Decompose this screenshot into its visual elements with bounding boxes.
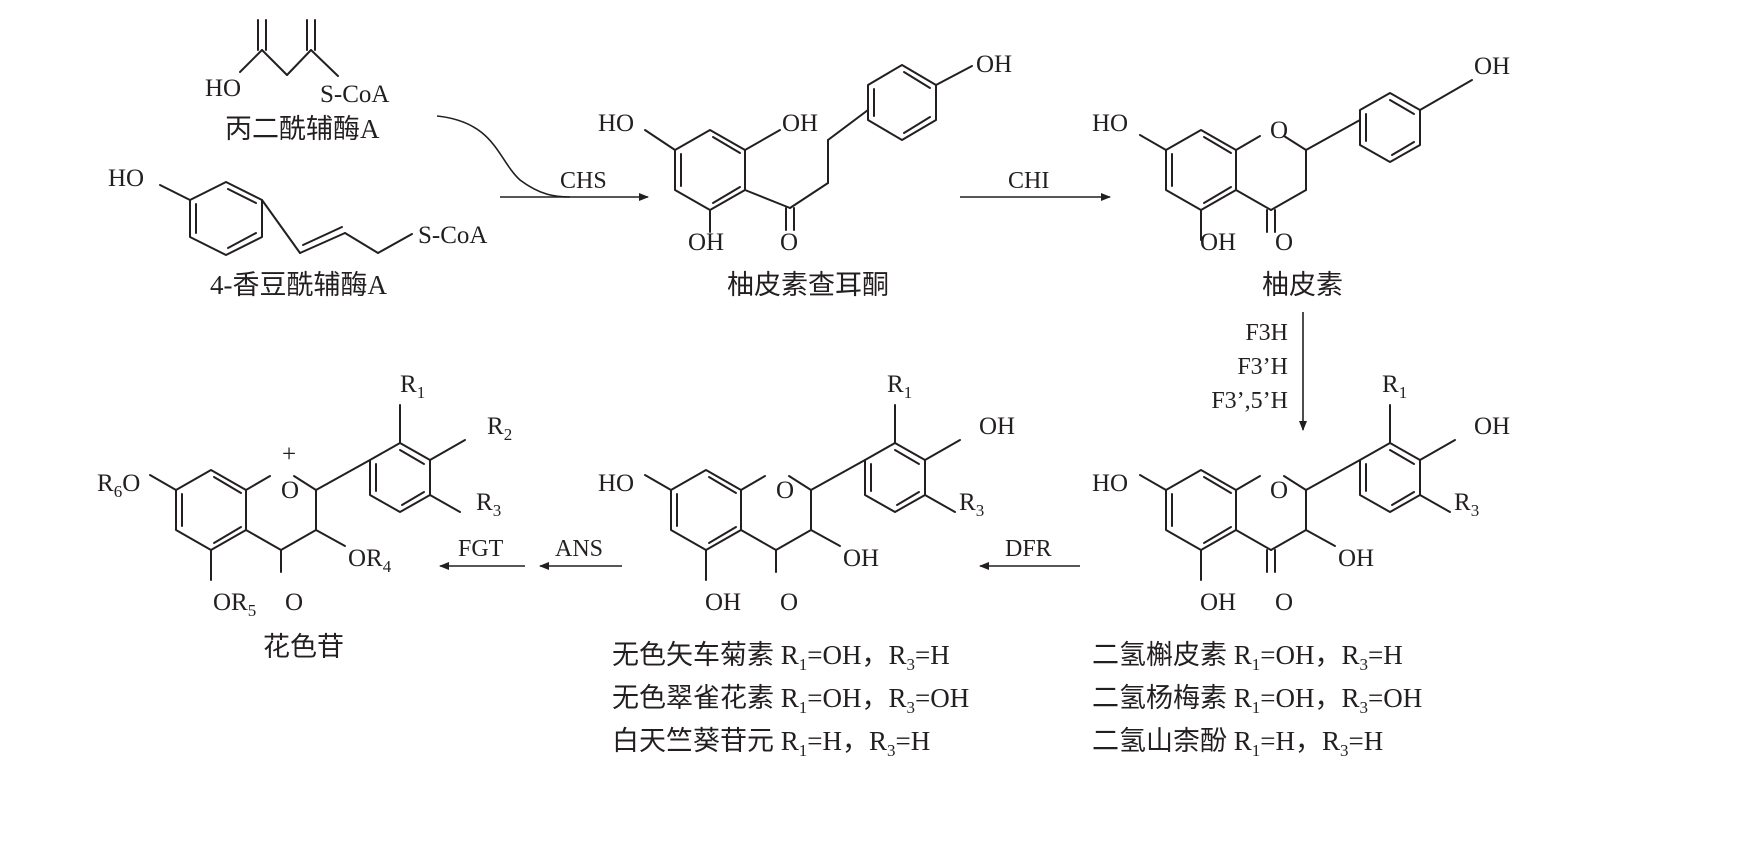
atom-scoa: S-CoA (320, 81, 389, 108)
enzyme-chs: CHS (560, 168, 607, 194)
enzyme-ans: ANS (555, 536, 603, 562)
anthocyanin-structure: R6O + O OR5 O OR4 R1 R2 R3 (97, 371, 512, 620)
dihydroflavonol-name-2: 二氢杨梅素 R1=OH，R3=OH (1092, 683, 1422, 717)
dihydroflavonol-names: 二氢槲皮素 R1=OH，R3=H 二氢杨梅素 R1=OH，R3=OH 二氢山柰酚… (1092, 640, 1422, 760)
atom-o: O (1275, 229, 1293, 256)
atom-o: O (1270, 477, 1288, 504)
label-malonyl-coa: 丙二酰辅酶A (225, 114, 380, 144)
leucoanthocyanidin-name-1: 无色矢车菊素 R1=OH，R3=H (612, 640, 950, 674)
enzyme-dfr: DFR (1005, 536, 1052, 562)
atom-ho: HO (108, 165, 144, 192)
atom-oh: OH (1200, 229, 1236, 256)
atom-oh: OH (1200, 589, 1236, 616)
atom-o: O (1275, 589, 1293, 616)
naringenin-structure: HO O OH O OH (1092, 53, 1510, 256)
leucoanthocyanidin-name-3: 白天竺葵苷元 R1=H，R3=H (612, 726, 930, 760)
leucoanthocyanidin-structure: HO O OH O OH OH R1 R3 (598, 371, 1015, 616)
atom-o: O (776, 477, 794, 504)
atom-oh: OH (843, 545, 879, 572)
atom-oh: OH (976, 51, 1012, 78)
atom-oh: OH (1338, 545, 1374, 572)
leucoanthocyanidin-name-2: 无色翠雀花素 R1=OH，R3=OH (612, 683, 969, 717)
atom-ho: HO (1092, 470, 1128, 497)
atom-oh: OH (979, 413, 1015, 440)
atom-ho: HO (598, 470, 634, 497)
label-naringenin-chalcone: 柚皮素查耳酮 (727, 270, 889, 300)
atom-r6o: R6O (97, 470, 140, 501)
dihydroflavonol-structure: HO O OH O OH OH R1 R3 (1092, 371, 1510, 616)
atom-o: O (1270, 117, 1288, 144)
dihydroflavonol-name-1: 二氢槲皮素 R1=OH，R3=H (1092, 640, 1403, 674)
atom-r3: R3 (959, 489, 984, 520)
dihydroflavonol-name-3: 二氢山柰酚 R1=H，R3=H (1092, 726, 1383, 760)
leucoanthocyanidin-names: 无色矢车菊素 R1=OH，R3=H 无色翠雀花素 R1=OH，R3=OH 白天竺… (612, 640, 969, 760)
enzyme-f35h: F3’,5’H (1211, 388, 1288, 414)
atom-r2: R2 (487, 413, 512, 444)
atom-r3: R3 (1454, 489, 1479, 520)
atom-ho: HO (1092, 110, 1128, 137)
label-coumaroyl-coa: 4-香豆酰辅酶A (210, 270, 387, 300)
atom-or4: OR4 (348, 545, 392, 576)
coumaroyl-coa-structure: HO S-CoA (108, 165, 487, 256)
atom-ho: HO (205, 75, 241, 102)
atom-oh: OH (782, 110, 818, 137)
malonyl-coa-structure: HO S-CoA (205, 19, 389, 108)
atom-r1: R1 (887, 371, 912, 402)
malonyl-join-curve (436, 115, 571, 198)
atom-o: O (780, 589, 798, 616)
enzyme-f3ph: F3’H (1237, 354, 1288, 380)
atom-ho: HO (598, 110, 634, 137)
naringenin-chalcone-structure: HO OH OH O OH (598, 51, 1012, 256)
atom-o: O (780, 229, 798, 256)
atom-scoa: S-CoA (418, 222, 487, 249)
enzyme-f3h: F3H (1245, 320, 1288, 346)
atom-r1: R1 (1382, 371, 1407, 402)
atom-oh: OH (1474, 413, 1510, 440)
enzyme-chi: CHI (1008, 168, 1049, 194)
atom-o: O (285, 589, 303, 616)
atom-or5: OR5 (213, 589, 256, 620)
label-anthocyanin: 花色苷 (263, 632, 344, 662)
atom-r3: R3 (476, 489, 501, 520)
atom-oh: OH (1474, 53, 1510, 80)
atom-oh: OH (705, 589, 741, 616)
enzyme-fgt: FGT (458, 536, 504, 562)
label-naringenin: 柚皮素 (1262, 270, 1343, 300)
atom-plus: + (282, 441, 296, 468)
atom-o: O (281, 477, 299, 504)
atom-r1: R1 (400, 371, 425, 402)
atom-oh: OH (688, 229, 724, 256)
